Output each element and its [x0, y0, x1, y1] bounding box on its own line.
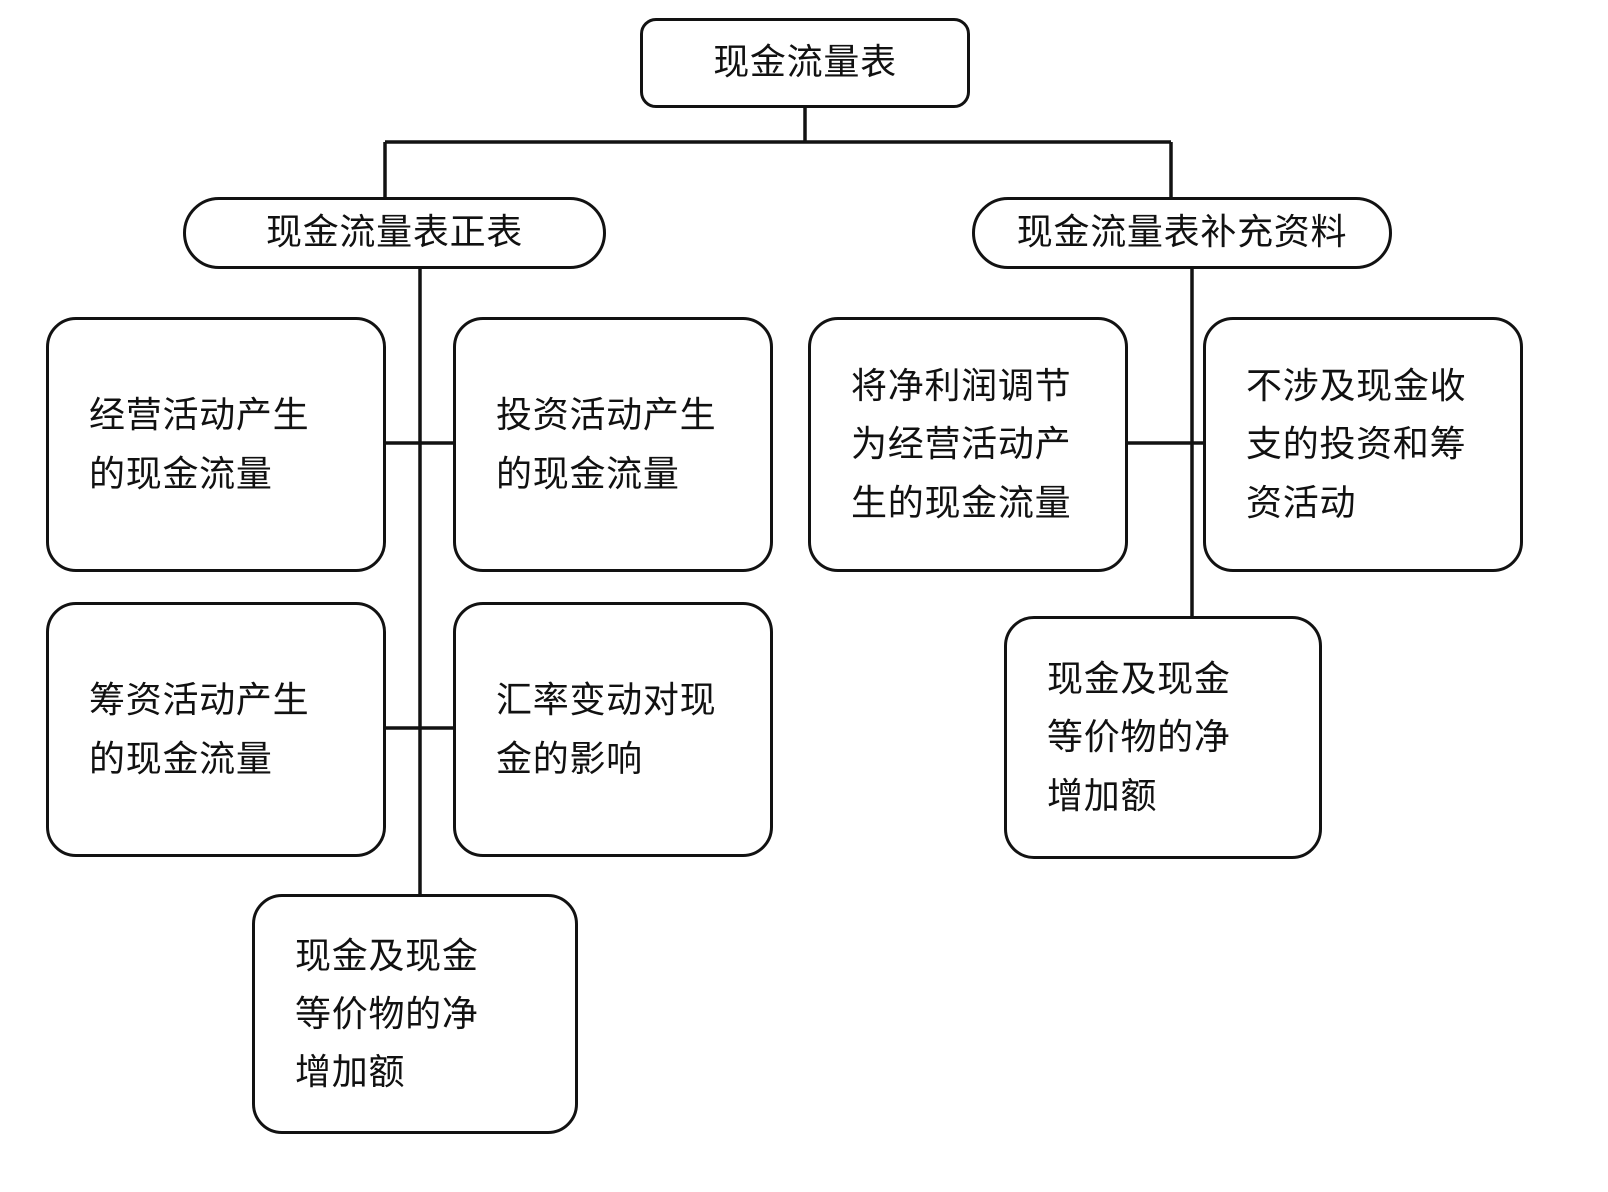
node-reconcile-net-profit-label: 将净利润调节 为经营活动产 生的现金流量: [851, 366, 1072, 523]
node-net-increase-cash-label: 现金及现金 等价物的净 增加额: [295, 935, 479, 1093]
node-root-label: 现金流量表: [713, 42, 897, 83]
node-investing-cash-flow-label: 投资活动产生 的现金流量: [496, 395, 717, 494]
node-noncash-activities[interactable]: 不涉及现金收 支的投资和筹 资活动: [1203, 317, 1523, 572]
node-reconcile-net-profit[interactable]: 将净利润调节 为经营活动产 生的现金流量: [808, 317, 1128, 572]
node-operating-cash-flow-label: 经营活动产生 的现金流量: [89, 395, 310, 494]
node-fx-rate-effect[interactable]: 汇率变动对现 金的影响: [453, 602, 773, 857]
node-net-increase-cash[interactable]: 现金及现金 等价物的净 增加额: [252, 894, 578, 1134]
node-financing-cash-flow-label: 筹资活动产生 的现金流量: [89, 680, 310, 779]
node-supplementary-info[interactable]: 现金流量表补充资料: [972, 197, 1392, 269]
node-investing-cash-flow[interactable]: 投资活动产生 的现金流量: [453, 317, 773, 572]
node-supplementary-info-label: 现金流量表补充资料: [1016, 212, 1348, 253]
node-noncash-activities-label: 不涉及现金收 支的投资和筹 资活动: [1246, 366, 1467, 523]
node-operating-cash-flow[interactable]: 经营活动产生 的现金流量: [46, 317, 386, 572]
node-net-increase-cash-supplementary[interactable]: 现金及现金 等价物的净 增加额: [1004, 616, 1322, 859]
node-financing-cash-flow[interactable]: 筹资活动产生 的现金流量: [46, 602, 386, 857]
node-net-increase-cash-supplementary-label: 现金及现金 等价物的净 增加额: [1047, 659, 1231, 816]
node-main-statement[interactable]: 现金流量表正表: [183, 197, 606, 269]
node-root[interactable]: 现金流量表: [640, 18, 970, 108]
node-fx-rate-effect-label: 汇率变动对现 金的影响: [496, 680, 717, 779]
node-main-statement-label: 现金流量表正表: [265, 212, 524, 253]
